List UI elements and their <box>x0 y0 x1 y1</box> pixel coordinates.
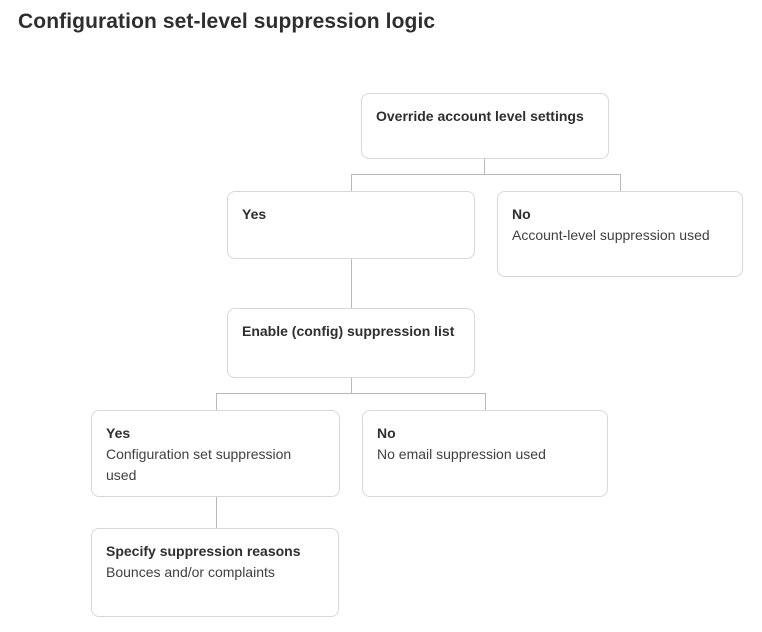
node-label: Specify suppression reasons <box>106 543 301 559</box>
node-label: Override account level settings <box>376 108 584 124</box>
node-label: Yes <box>242 206 267 222</box>
node-yes-config-set-suppression: Yes Configuration set suppression used <box>91 410 340 497</box>
node-specify-suppression-reasons: Specify suppression reasons Bounces and/… <box>91 528 339 617</box>
node-sublabel: Configuration set suppression used <box>106 446 292 483</box>
node-sublabel: Account-level suppression used <box>512 227 710 243</box>
connector-line <box>620 174 621 192</box>
connector-line <box>485 393 486 410</box>
connector-line <box>216 393 217 410</box>
connector-line <box>216 497 217 528</box>
node-enable-config-suppression-list: Enable (config) suppression list <box>227 308 475 378</box>
node-sublabel: No email suppression used <box>377 446 546 462</box>
node-label: No <box>512 206 531 222</box>
node-override-account-level-settings: Override account level settings <box>361 93 609 159</box>
page-title: Configuration set-level suppression logi… <box>18 10 436 33</box>
node-label: Enable (config) suppression list <box>242 323 455 339</box>
node-label: Yes <box>106 425 131 441</box>
node-label: No <box>377 425 396 441</box>
connector-line <box>351 174 352 192</box>
connector-line <box>484 159 485 175</box>
connector-line <box>351 259 352 308</box>
connector-line <box>351 378 352 394</box>
node-no-account-level-suppression: No Account-level suppression used <box>497 191 743 277</box>
connector-line <box>216 393 486 394</box>
connector-line <box>351 174 621 175</box>
node-no-email-suppression: No No email suppression used <box>362 410 608 497</box>
node-yes-override: Yes <box>227 191 475 259</box>
node-sublabel: Bounces and/or complaints <box>106 564 275 580</box>
